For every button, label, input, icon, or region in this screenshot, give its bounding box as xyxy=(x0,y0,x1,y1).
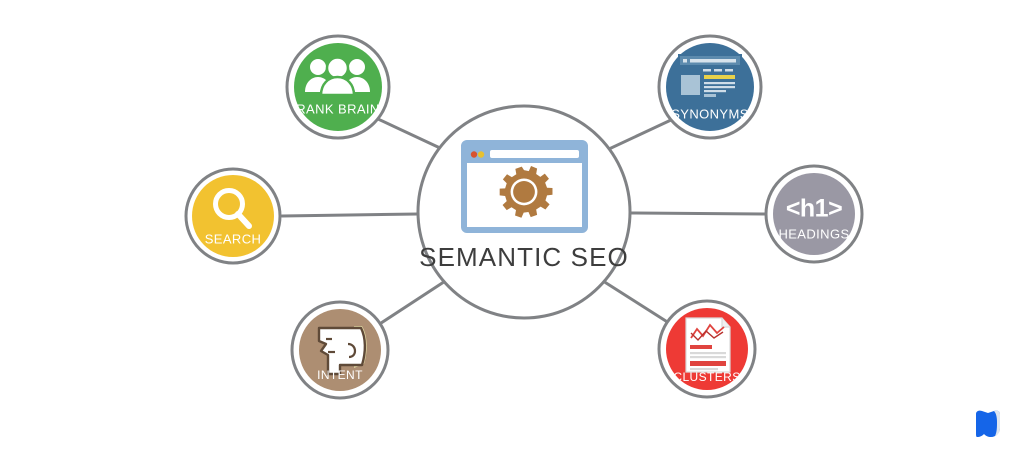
brand-logo xyxy=(976,410,1000,437)
head-profile-icon xyxy=(317,326,367,376)
document-chart-icon xyxy=(685,317,731,373)
node-intent[interactable]: INTENT xyxy=(290,300,390,400)
h1-tag-icon: <h1> xyxy=(786,195,842,223)
three-people-icon xyxy=(305,56,370,97)
webpage-layout-icon xyxy=(678,54,742,100)
node-rank-brain[interactable]: RANK BRAIN xyxy=(285,34,391,140)
node-label-clusters: CLUSTERS xyxy=(673,370,740,384)
node-headings[interactable]: <h1> HEADINGS xyxy=(764,164,864,264)
connector-headings xyxy=(629,211,767,216)
hub-title-text: SEMANTIC SEO xyxy=(419,242,629,272)
node-clusters[interactable]: CLUSTERS xyxy=(657,299,757,399)
hub-node-semantic-seo[interactable]: SEMANTIC SEO xyxy=(416,104,632,320)
node-fill-headings xyxy=(773,173,855,255)
node-label-rank-brain: RANK BRAIN xyxy=(296,101,379,116)
node-label-synonyms: SYNONYMS xyxy=(671,106,749,121)
browser-window-gear-icon xyxy=(461,140,588,233)
node-label-headings: HEADINGS xyxy=(778,226,849,241)
node-label-search: SEARCH xyxy=(205,231,262,246)
connector-search xyxy=(280,212,420,218)
node-label-intent: INTENT xyxy=(317,368,363,382)
node-search[interactable]: SEARCH xyxy=(184,167,282,265)
magnifier-icon xyxy=(213,188,252,229)
node-synonyms[interactable]: SYNONYMS xyxy=(657,34,763,140)
gear-icon xyxy=(499,165,553,218)
